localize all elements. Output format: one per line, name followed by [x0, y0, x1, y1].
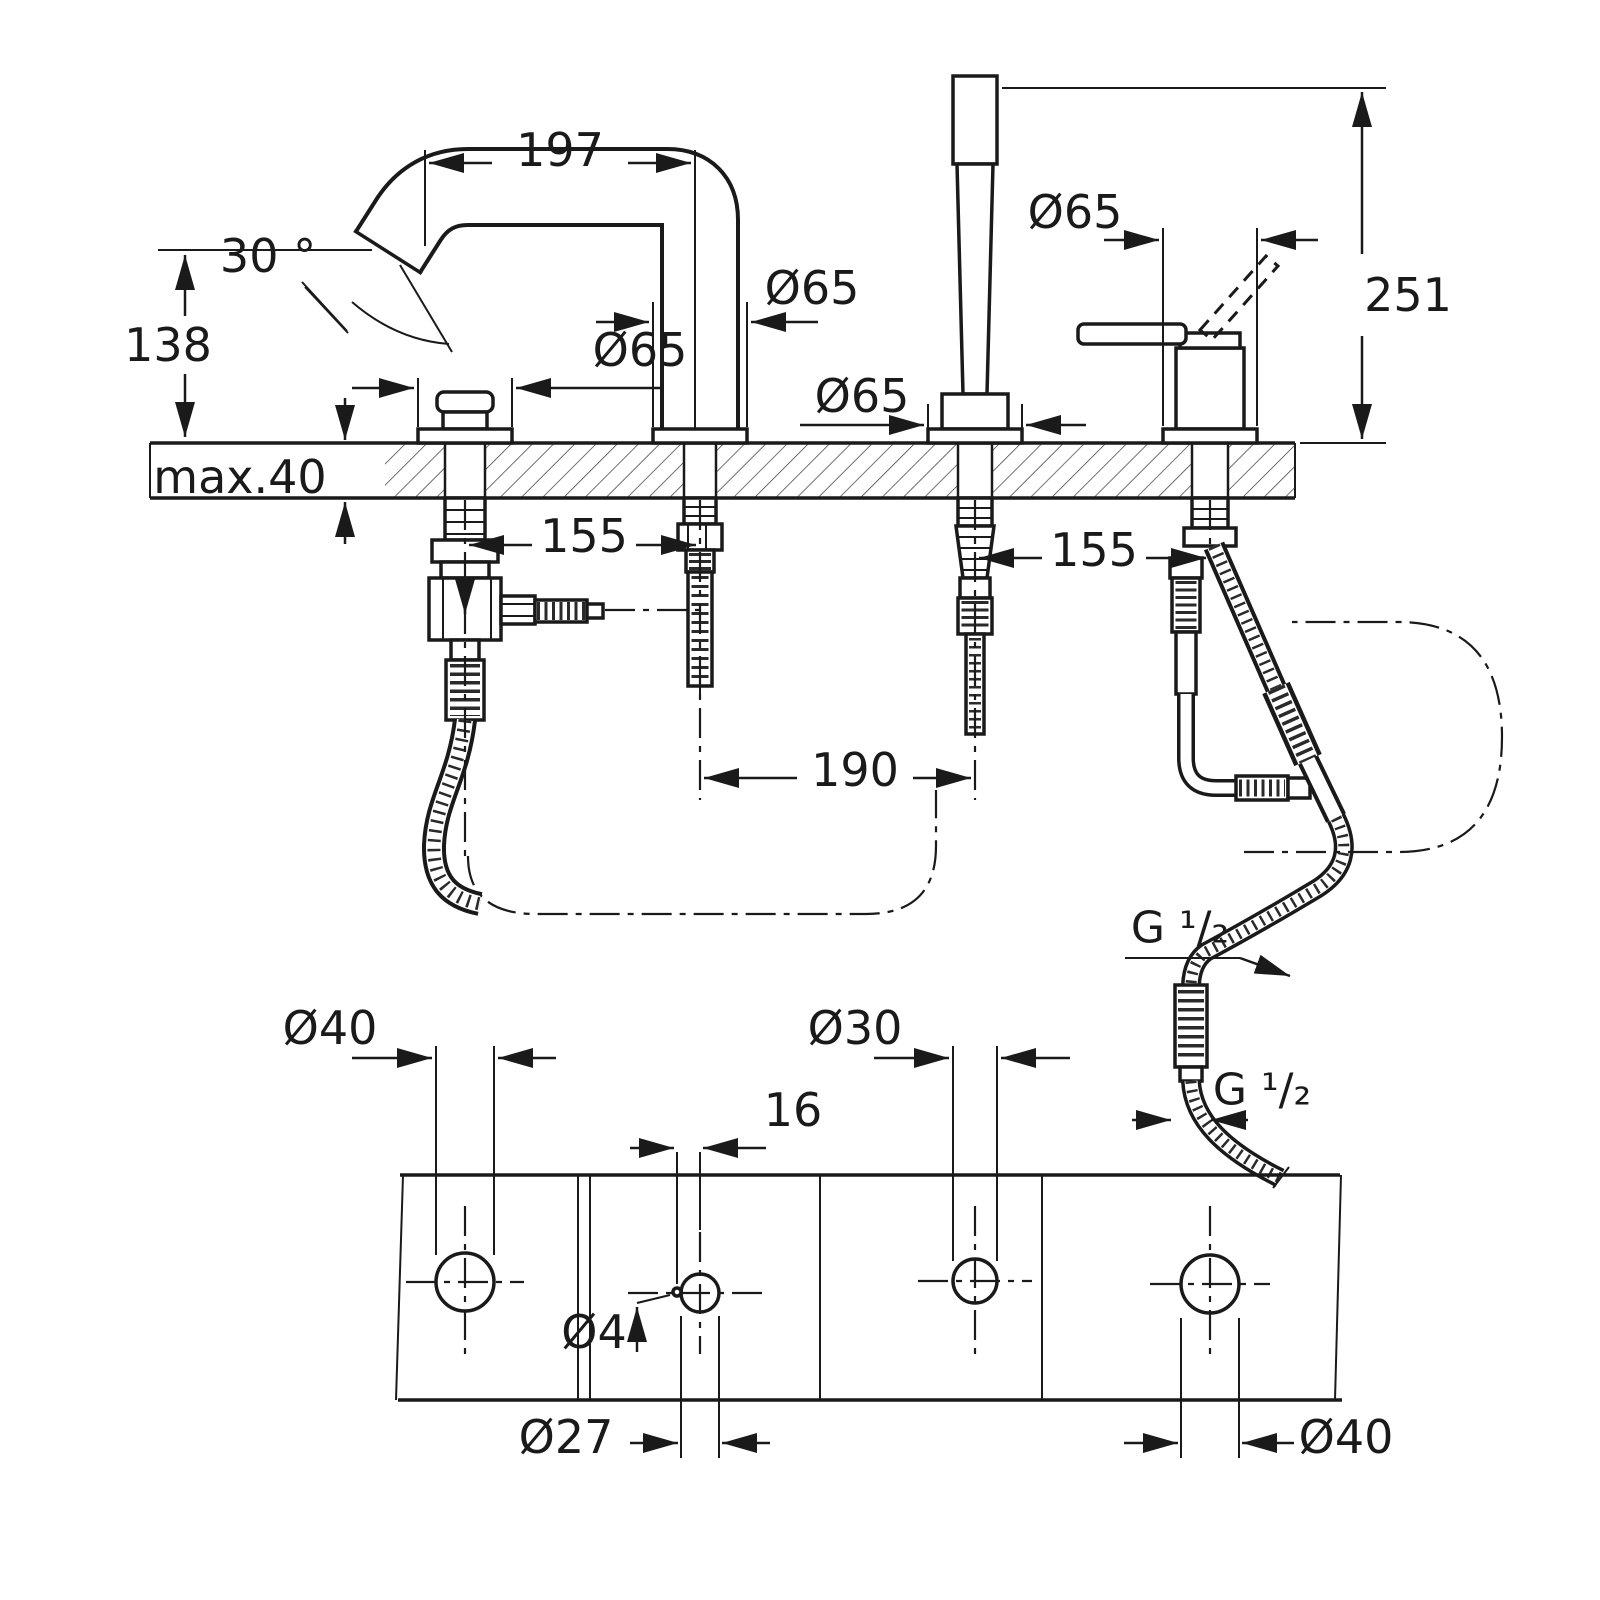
side-view-dimensions	[158, 87, 1386, 1130]
mounting-deck	[149, 441, 1296, 500]
dim-o27-label: Ø27	[519, 1410, 614, 1464]
dim-o40-right-label: Ø40	[1299, 1410, 1394, 1464]
dim-o65-hole1-label: Ø65	[593, 323, 688, 377]
dim-max40-label: max.40	[153, 450, 326, 504]
plan-holes	[406, 1206, 1270, 1360]
side-view: 197 30 ° 138 max.40 Ø65 Ø65 Ø65 Ø65 251 …	[124, 74, 1504, 1189]
diverter-knob	[435, 390, 495, 431]
thread-g12-lower-label: G ¹/₂	[1213, 1065, 1311, 1116]
dim-o40-left-label: Ø40	[283, 1001, 378, 1055]
dim-138-label: 138	[124, 318, 212, 372]
dim-o65-hole4-label: Ø65	[1028, 185, 1123, 239]
lever-handle	[1076, 322, 1188, 346]
side-view-labels: 197 30 ° 138 max.40 Ø65 Ø65 Ø65 Ø65 251 …	[124, 123, 1452, 1116]
centerlines	[463, 500, 1504, 916]
dim-197-label: 197	[516, 123, 604, 177]
lever-handle-alt-position	[1197, 253, 1281, 343]
thread-g12-upper-label: G ¹/₂	[1131, 903, 1229, 954]
dim-251-label: 251	[1364, 268, 1452, 322]
plan-view: Ø40 Ø30 16 Ø4 Ø27 Ø40	[283, 1001, 1394, 1464]
dim-o30-label: Ø30	[808, 1001, 903, 1055]
plan-labels: Ø40 Ø30 16 Ø4 Ø27 Ø40	[283, 1001, 1394, 1464]
dim-o65-hole3-label: Ø65	[815, 369, 910, 423]
plan-deck	[395, 1173, 1342, 1402]
dim-16-label: 16	[764, 1083, 823, 1137]
dim-155-right-label: 155	[1050, 523, 1138, 577]
lever-mixer	[1076, 253, 1281, 431]
dim-o65-hole2-label: Ø65	[765, 261, 860, 315]
handshower	[940, 74, 1010, 431]
hole4-hose-assembly	[1168, 496, 1354, 1189]
pin-hole-o4	[671, 1286, 683, 1298]
escutcheons	[416, 427, 1259, 445]
dim-190-label: 190	[811, 743, 899, 797]
dim-o4-label: Ø4	[561, 1305, 626, 1359]
dim-155-left-label: 155	[540, 509, 628, 563]
spout	[301, 147, 740, 443]
plan-dimensions	[352, 1046, 1294, 1458]
dim-30deg-label: 30 °	[220, 229, 316, 283]
